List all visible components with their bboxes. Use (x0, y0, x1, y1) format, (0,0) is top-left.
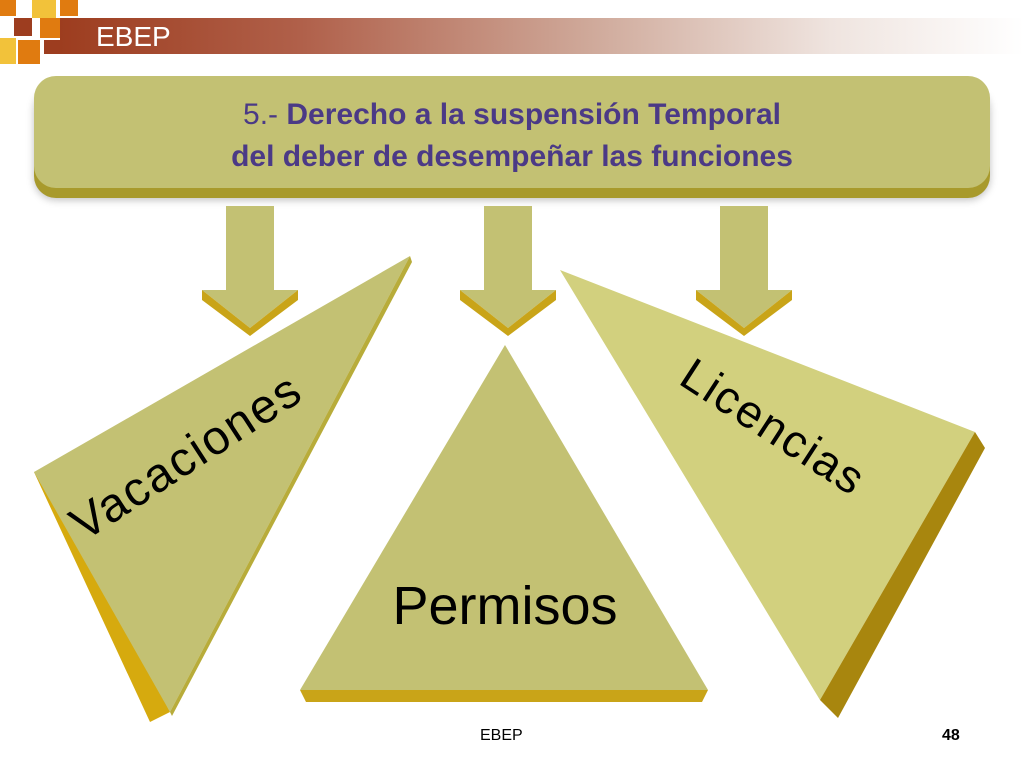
triangle-licencias (560, 270, 985, 718)
down-arrow-icon (202, 206, 298, 336)
label-permisos: Permisos (392, 576, 617, 636)
logo-square (0, 38, 16, 64)
triangle-vacaciones (34, 256, 412, 722)
logo-square (60, 0, 78, 16)
banner-line-1: Derecho a la suspensión Temporal (286, 98, 781, 131)
logo-square (14, 18, 32, 36)
logo-square (18, 40, 40, 64)
footer-label: EBEP (480, 727, 523, 744)
banner-number: 5.- (243, 98, 279, 131)
header-title: EBEP (96, 21, 171, 52)
title-banner (34, 76, 990, 188)
logo-square (0, 0, 16, 16)
down-arrow-icon (460, 206, 556, 336)
page-number: 48 (942, 727, 960, 744)
logo-square (44, 40, 60, 54)
logo-square (40, 18, 62, 38)
triangle-permisos (300, 345, 708, 702)
down-arrow-icon (696, 206, 792, 336)
logo-square (32, 0, 56, 18)
header-bar (60, 18, 1024, 54)
banner-line-2: del deber de desempeñar las funciones (231, 140, 793, 173)
banner-text: 5.- Derecho a la suspensión Temporal del… (34, 94, 990, 178)
